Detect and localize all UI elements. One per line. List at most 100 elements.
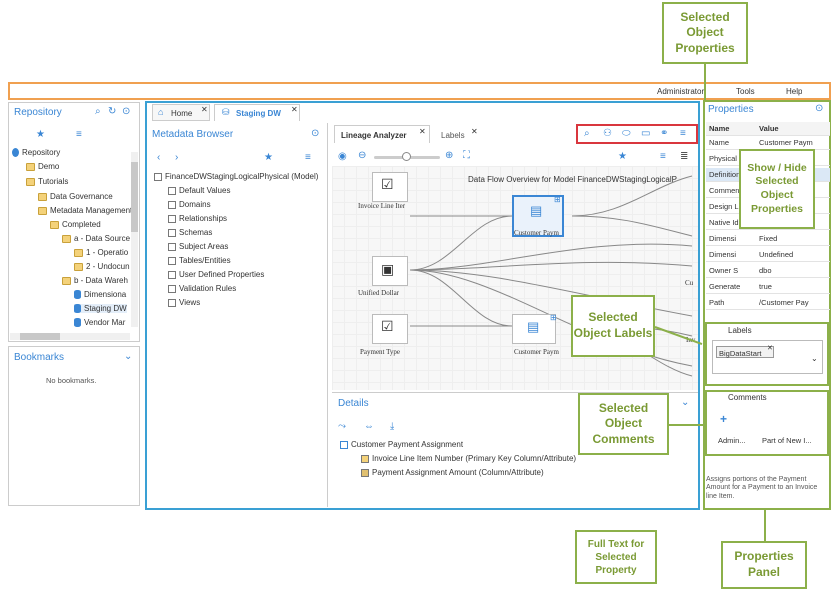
chevron-down-icon[interactable]: ⌄ bbox=[811, 354, 818, 363]
browser-item[interactable]: Subject Areas bbox=[168, 242, 228, 251]
tree-item-staging-dw[interactable]: Staging DW bbox=[74, 304, 127, 313]
lineage-node[interactable] bbox=[372, 314, 408, 344]
lineage-node[interactable] bbox=[372, 256, 408, 286]
details-item[interactable]: Payment Assignment Amount (Column/Attrib… bbox=[361, 468, 544, 477]
zoom-in-icon[interactable]: ⊕ bbox=[445, 150, 454, 161]
property-value: true bbox=[759, 282, 772, 291]
menu-help[interactable]: Help bbox=[786, 87, 803, 96]
users-icon[interactable]: ⚇ bbox=[603, 128, 612, 139]
close-icon[interactable]: ✕ bbox=[419, 127, 426, 136]
collapse-icon[interactable]: ⊙ bbox=[122, 106, 131, 117]
full-text: Assigns portions of the Payment Amount f… bbox=[706, 476, 818, 500]
database-icon bbox=[74, 290, 81, 299]
browser-item[interactable]: Relationships bbox=[168, 214, 227, 223]
database-icon: ⛁ bbox=[222, 107, 230, 117]
folder-icon bbox=[74, 248, 83, 257]
star-icon[interactable]: ★ bbox=[36, 129, 45, 140]
property-row[interactable]: Path/Customer Pay bbox=[706, 296, 830, 310]
back-icon[interactable]: ‹ bbox=[157, 152, 161, 163]
tab-home[interactable] bbox=[152, 104, 210, 121]
refresh-icon[interactable]: ↻ bbox=[108, 106, 117, 117]
details-root[interactable]: Customer Payment Assignment bbox=[340, 440, 463, 449]
tree-item-2-undocun[interactable]: 2 - Undocun bbox=[74, 262, 130, 271]
repository-hscrollbar[interactable] bbox=[10, 333, 130, 340]
views-icon bbox=[168, 298, 176, 307]
tab-labels[interactable]: Labels bbox=[441, 131, 465, 140]
tree-item-metadata-management[interactable]: Metadata Management bbox=[38, 206, 132, 215]
tab-lineage-analyzer[interactable] bbox=[334, 125, 430, 143]
tree-item-data-governance[interactable]: Data Governance bbox=[38, 192, 113, 201]
close-icon[interactable]: ✕ bbox=[291, 105, 298, 114]
menu-administrator[interactable]: Administrator bbox=[657, 87, 705, 96]
browser-item[interactable]: Validation Rules bbox=[168, 284, 236, 293]
lineage-node-selected[interactable] bbox=[512, 195, 564, 237]
menu-lines-icon[interactable]: ≡ bbox=[305, 152, 311, 163]
browser-item[interactable]: Default Values bbox=[168, 186, 230, 195]
folder-icon bbox=[26, 162, 35, 171]
tab-staging-dw[interactable] bbox=[214, 104, 300, 121]
close-icon[interactable]: ✕ bbox=[201, 105, 208, 114]
model-root[interactable]: FinanceDWStagingLogicalPhysical (Model) bbox=[154, 172, 318, 181]
lineage-icon[interactable]: ⤳ bbox=[338, 421, 346, 432]
repository-scrollbar[interactable] bbox=[131, 152, 138, 327]
search-icon[interactable]: ⌕ bbox=[584, 128, 590, 139]
collapse-icon[interactable]: ⊙ bbox=[815, 103, 824, 114]
tree-item-repository[interactable]: Repository bbox=[12, 148, 60, 157]
tree-item-dimensiona[interactable]: Dimensiona bbox=[74, 290, 126, 299]
browser-item[interactable]: User Defined Properties bbox=[168, 270, 264, 279]
menu-lines-icon[interactable]: ≣ bbox=[680, 151, 689, 162]
zoom-slider-handle[interactable] bbox=[402, 152, 411, 161]
menu-lines-icon[interactable]: ≡ bbox=[76, 129, 82, 140]
menu-lines-icon[interactable]: ≡ bbox=[680, 128, 686, 139]
tag-icon[interactable]: ⬭ bbox=[622, 128, 631, 139]
tree-item-b-data-wareh[interactable]: b - Data Wareh bbox=[62, 276, 128, 285]
fit-icon[interactable]: ⛶ bbox=[463, 150, 470, 161]
download-icon[interactable]: ⤓ bbox=[390, 421, 395, 432]
main-workspace bbox=[145, 101, 700, 510]
property-name: Dimensi bbox=[709, 250, 737, 259]
details-item[interactable]: Invoice Line Item Number (Primary Key Co… bbox=[361, 454, 576, 463]
expand-collapse-icon[interactable]: ⇔ bbox=[364, 421, 374, 432]
relationships-icon bbox=[168, 214, 176, 223]
zoom-out-icon[interactable]: ⊖ bbox=[358, 150, 367, 161]
expand-icon[interactable]: ⊞ bbox=[554, 195, 561, 204]
link-icon[interactable]: ⚭ bbox=[660, 128, 669, 139]
chevron-down-icon[interactable]: ⌄ bbox=[681, 397, 690, 408]
forward-icon[interactable]: › bbox=[175, 152, 179, 163]
tree-item-1-operatio[interactable]: 1 - Operatio bbox=[74, 248, 128, 257]
menu-lines-icon[interactable]: ≡ bbox=[660, 151, 666, 162]
property-value: /Customer Pay bbox=[759, 298, 809, 307]
close-icon[interactable]: ✕ bbox=[471, 127, 478, 136]
menu-tools[interactable]: Tools bbox=[736, 87, 755, 96]
collapse-icon[interactable]: ⊙ bbox=[311, 128, 320, 139]
labels-input[interactable] bbox=[712, 340, 823, 374]
search-icon[interactable]: ⌕ bbox=[95, 106, 101, 117]
comment-icon[interactable]: ▭ bbox=[641, 128, 651, 139]
chevron-down-icon[interactable]: ⌄ bbox=[124, 351, 133, 362]
label-chip[interactable] bbox=[716, 346, 774, 358]
eye-icon[interactable]: ◉ bbox=[338, 151, 347, 162]
comment-author: Admin... bbox=[718, 436, 746, 445]
lineage-node[interactable] bbox=[512, 314, 556, 344]
browser-item[interactable]: Schemas bbox=[168, 228, 212, 237]
browser-item[interactable]: Domains bbox=[168, 200, 211, 209]
star-icon[interactable]: ★ bbox=[618, 151, 627, 162]
tree-item-demo[interactable]: Demo bbox=[26, 162, 59, 171]
property-row[interactable]: Native Id bbox=[706, 216, 830, 230]
browser-item[interactable]: Tables/Entities bbox=[168, 256, 231, 265]
expand-icon[interactable]: ⊞ bbox=[550, 313, 557, 322]
tree-item-vendor-mar[interactable]: Vendor Mar bbox=[74, 318, 125, 327]
tree-item-completed[interactable]: Completed bbox=[50, 220, 101, 229]
add-comment-icon[interactable]: + bbox=[720, 412, 728, 426]
star-icon[interactable]: ★ bbox=[264, 152, 273, 163]
lineage-node[interactable] bbox=[372, 172, 408, 202]
tree-item-tutorials[interactable]: Tutorials bbox=[26, 177, 68, 186]
close-icon[interactable]: ✕ bbox=[767, 345, 773, 352]
tree-item-a-data-source[interactable]: a - Data Source bbox=[62, 234, 130, 243]
browser-item[interactable]: Views bbox=[168, 298, 200, 307]
